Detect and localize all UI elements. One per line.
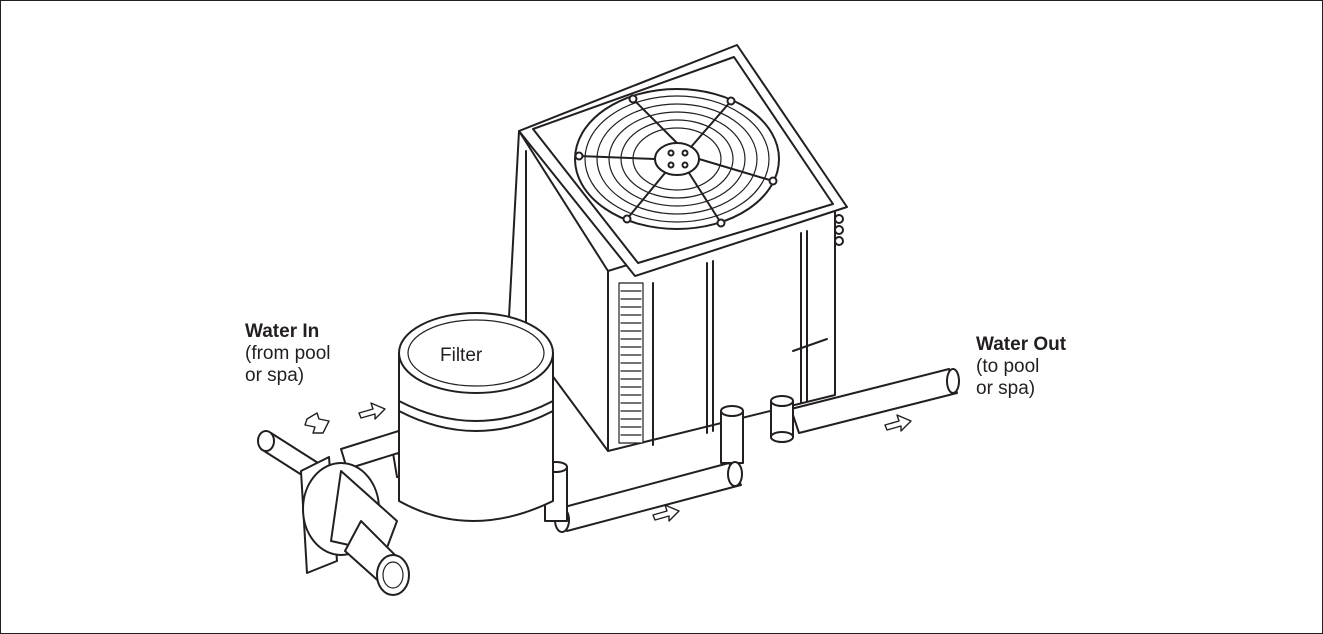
water-in-title: Water In: [245, 321, 320, 342]
pool-pump: [300, 456, 410, 596]
water-in-label: Water In (from pool or spa): [245, 321, 331, 387]
vent-grille: [618, 282, 644, 444]
heat-pump-unit: [508, 44, 848, 452]
water-in-line2: or spa): [245, 365, 305, 386]
water-out-label: Water Out (to pool or spa): [976, 334, 1066, 400]
filter-label: Filter: [440, 345, 483, 366]
flow-arrows: [304, 402, 912, 522]
water-out-title: Water Out: [976, 334, 1067, 355]
water-out-line1: (to pool: [976, 356, 1040, 377]
pool-filter: [398, 312, 554, 522]
arrow-icon: [652, 504, 680, 522]
arrow-icon: [358, 402, 386, 420]
water-in-line1: (from pool: [245, 343, 331, 364]
water-out-line2: or spa): [976, 378, 1036, 399]
fan-guard: [574, 88, 780, 230]
arrow-icon: [884, 414, 912, 432]
arrow-icon: [304, 412, 330, 434]
